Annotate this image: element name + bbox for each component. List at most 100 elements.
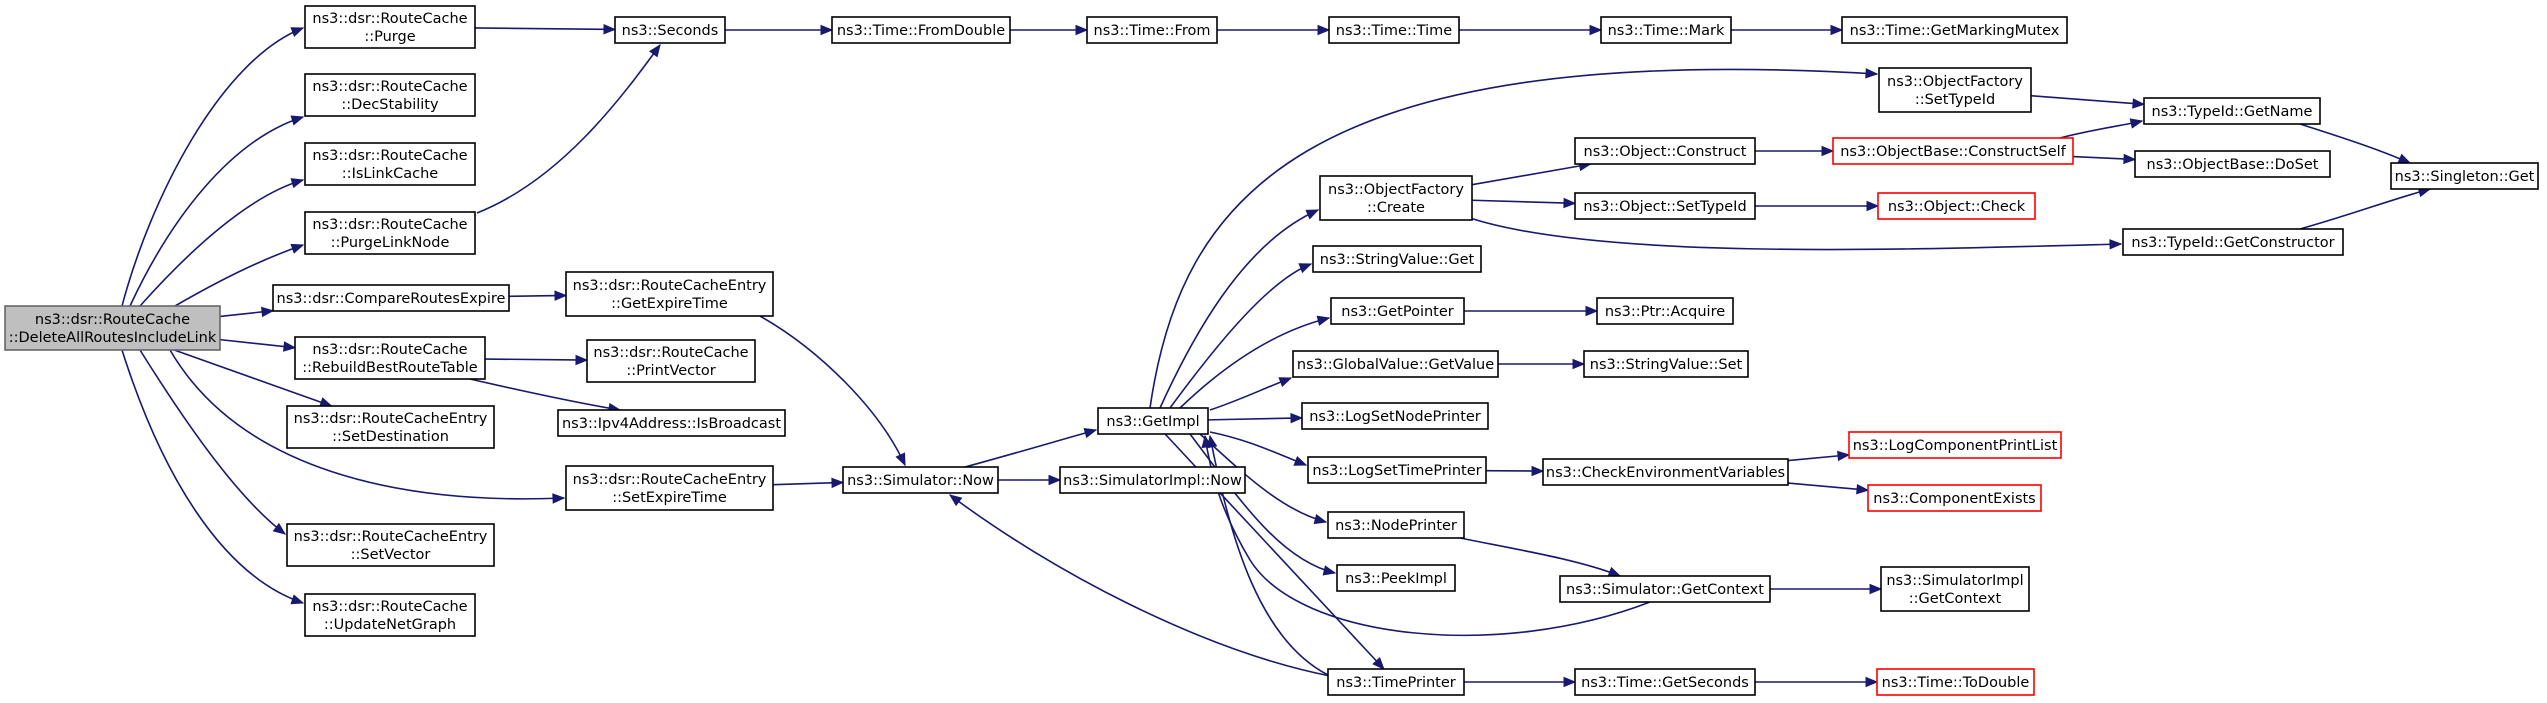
node-mark[interactable]: ns3::Time::Mark [1600,16,1732,44]
edge-getimpl-to-stringvalueget-arrowhead [1298,263,1313,274]
edge-root-to-decstability [129,116,304,307]
node-purgelinknode[interactable]: ns3::dsr::RouteCache::PurgeLinkNode [304,211,476,255]
node-box-updatenetgraph [304,593,476,637]
node-printvector[interactable]: ns3::dsr::RouteCache::PrintVector [586,339,756,383]
node-getmarkingmutex[interactable]: ns3::Time::GetMarkingMutex [1841,16,2068,44]
node-getexpiretime[interactable]: ns3::dsr::RouteCacheEntry::GetExpireTime [565,271,774,317]
node-getimpl[interactable]: ns3::GetImpl [1097,407,1209,435]
node-objconstruct[interactable]: ns3::Object::Construct [1574,137,1756,165]
node-islinkcache[interactable]: ns3::dsr::RouteCache::IsLinkCache [304,142,476,186]
node-box-getmarkingmutex [1841,16,2068,44]
edge-root-to-setvector-arrowhead [272,522,287,535]
edge-getimpl-to-logsetnodeprinter [1207,417,1303,421]
node-rebuildbestroutetable[interactable]: ns3::dsr::RouteCache::RebuildBestRouteTa… [294,336,486,380]
node-label-objcheck-line-0: ns3::Object::Check [1888,199,2026,215]
node-box-simgetcontext [1559,575,1771,603]
node-checkenv[interactable]: ns3::CheckEnvironmentVariables [1542,458,1789,486]
edge-checkenv-to-logcomponentprintlist-arrowhead [1837,450,1851,462]
node-box-setvector [286,523,495,567]
node-purge[interactable]: ns3::dsr::RouteCache::Purge [304,5,476,49]
edge-time-to-mark-arrowhead [1589,24,1603,36]
node-isbroadcast[interactable]: ns3::Ipv4Address::IsBroadcast [557,409,786,437]
node-box-timetodouble [1876,668,2035,696]
node-decstability[interactable]: ns3::dsr::RouteCache::DecStability [304,73,476,117]
node-simimplgetcontext[interactable]: ns3::SimulatorImpl::GetContext [1880,566,2030,612]
node-box-logsettimeprinter [1307,456,1487,484]
node-time[interactable]: ns3::Time::Time [1328,16,1460,44]
node-box-nodeprinter [1327,511,1465,539]
node-objbaseconstructself[interactable]: ns3::ObjectBase::ConstructSelf [1832,137,2074,165]
node-typeidgetconstructor[interactable]: ns3::TypeId::GetConstructor [2122,228,2344,256]
edge-ofsettypeid-to-typeidgetname-arrowhead [2132,98,2146,109]
node-compareroutesexpire[interactable]: ns3::dsr::CompareRoutesExpire [272,284,510,312]
node-stringvalueget[interactable]: ns3::StringValue::Get [1312,245,1482,273]
edge-mark-to-getmarkingmutex-arrowhead [1830,24,1844,36]
edge-getimpl-to-ofcreate-arrowhead [1305,209,1320,220]
node-stringvalueset[interactable]: ns3::StringValue::Set [1583,350,1749,378]
node-timetodouble[interactable]: ns3::Time::ToDouble [1876,668,2035,696]
node-globalvaluegetvalue[interactable]: ns3::GlobalValue::GetValue [1292,350,1499,378]
node-objsettypeid[interactable]: ns3::Object::SetTypeId [1574,192,1756,220]
edge-root-to-setexpiretime-arrowhead [552,493,566,504]
node-updatenetgraph[interactable]: ns3::dsr::RouteCache::UpdateNetGraph [304,593,476,637]
node-ptracquire[interactable]: ns3::Ptr::Acquire [1596,297,1734,325]
node-setexpiretime[interactable]: ns3::dsr::RouteCacheEntry::SetExpireTime [565,465,774,511]
node-box-from [1086,16,1218,44]
node-objcheck[interactable]: ns3::Object::Check [1877,192,2036,220]
node-box-ofcreate [1319,175,1473,221]
node-label-purge-line-1: ::Purge [364,29,415,45]
node-box-logsetnodeprinter [1301,402,1489,430]
node-root[interactable]: ns3::dsr::RouteCache::DeleteAllRoutesInc… [4,305,221,351]
node-box-typeidgetname [2143,97,2321,125]
node-box-logcomponentprintlist [1848,431,2062,459]
edge-getexpiretime-to-simnow-arrowhead [895,452,906,467]
edge-getimpl-to-logsetnodeprinter-arrowhead [1290,412,1304,424]
node-label-typeidgetconstructor-line-0: ns3::TypeId::GetConstructor [2131,235,2334,251]
node-seconds[interactable]: ns3::Seconds [614,16,726,44]
node-simnow[interactable]: ns3::Simulator::Now [842,466,999,494]
node-timeprinter[interactable]: ns3::TimePrinter [1327,668,1465,696]
node-timegetseconds[interactable]: ns3::Time::GetSeconds [1574,668,1756,696]
node-simgetcontext[interactable]: ns3::Simulator::GetContext [1559,575,1771,603]
edge-root-to-setdestination [174,349,332,407]
node-logsettimeprinter[interactable]: ns3::LogSetTimePrinter [1307,456,1487,484]
node-box-timegetseconds [1574,668,1756,696]
node-label-rebuildbestroutetable-line-0: ns3::dsr::RouteCache [312,342,467,358]
node-from[interactable]: ns3::Time::From [1086,16,1218,44]
node-label-isbroadcast-line-0: ns3::Ipv4Address::IsBroadcast [562,416,781,432]
edge-purgelinknode-to-seconds [476,44,661,214]
node-getpointer[interactable]: ns3::GetPointer [1330,297,1465,325]
node-box-compareroutesexpire [272,284,510,312]
node-ofcreate[interactable]: ns3::ObjectFactory::Create [1319,175,1473,221]
node-box-isbroadcast [557,409,786,437]
node-simimplnow[interactable]: ns3::SimulatorImpl::Now [1059,466,1246,494]
node-fromdouble[interactable]: ns3::Time::FromDouble [831,16,1011,44]
edge-root-to-updatenetgraph [121,349,304,604]
call-edges [121,24,2432,688]
node-label-objbasedoset-line-0: ns3::ObjectBase::DoSet [2147,157,2319,173]
node-box-decstability [304,73,476,117]
node-logsetnodeprinter[interactable]: ns3::LogSetNodePrinter [1301,402,1489,430]
node-peekimpl[interactable]: ns3::PeekImpl [1336,564,1456,592]
node-box-objcheck [1877,192,2036,220]
node-objbasedoset[interactable]: ns3::ObjectBase::DoSet [2134,150,2331,178]
edge-ofcreate-to-typeidgetconstructor [1469,217,2122,251]
node-label-setdestination-line-1: ::SetDestination [332,429,449,445]
edge-simnow-to-getimpl [964,429,1097,468]
node-label-printvector-line-1: ::PrintVector [626,363,715,379]
node-setdestination[interactable]: ns3::dsr::RouteCacheEntry::SetDestinatio… [286,405,495,449]
node-ofsettypeid[interactable]: ns3::ObjectFactory::SetTypeId [1878,67,2032,113]
edge-simgetcontext-to-simimplgetcontext-arrowhead [1869,583,1883,595]
node-nodeprinter[interactable]: ns3::NodePrinter [1327,511,1465,539]
node-label-typeidgetname-line-0: ns3::TypeId::GetName [2152,104,2313,120]
edge-purge-to-seconds-arrowhead [603,24,617,35]
node-label-checkenv-line-0: ns3::CheckEnvironmentVariables [1546,465,1785,481]
node-logcomponentprintlist[interactable]: ns3::LogComponentPrintList [1848,431,2062,459]
edge-getimpl-to-ofcreate [1159,209,1319,409]
node-setvector[interactable]: ns3::dsr::RouteCacheEntry::SetVector [286,523,495,567]
node-box-setexpiretime [565,465,774,511]
node-componentexists[interactable]: ns3::ComponentExists [1867,484,2042,512]
node-label-getmarkingmutex-line-0: ns3::Time::GetMarkingMutex [1850,23,2060,39]
node-typeidgetname[interactable]: ns3::TypeId::GetName [2143,97,2321,125]
node-singletonget[interactable]: ns3::Singleton::Get [2390,162,2539,190]
